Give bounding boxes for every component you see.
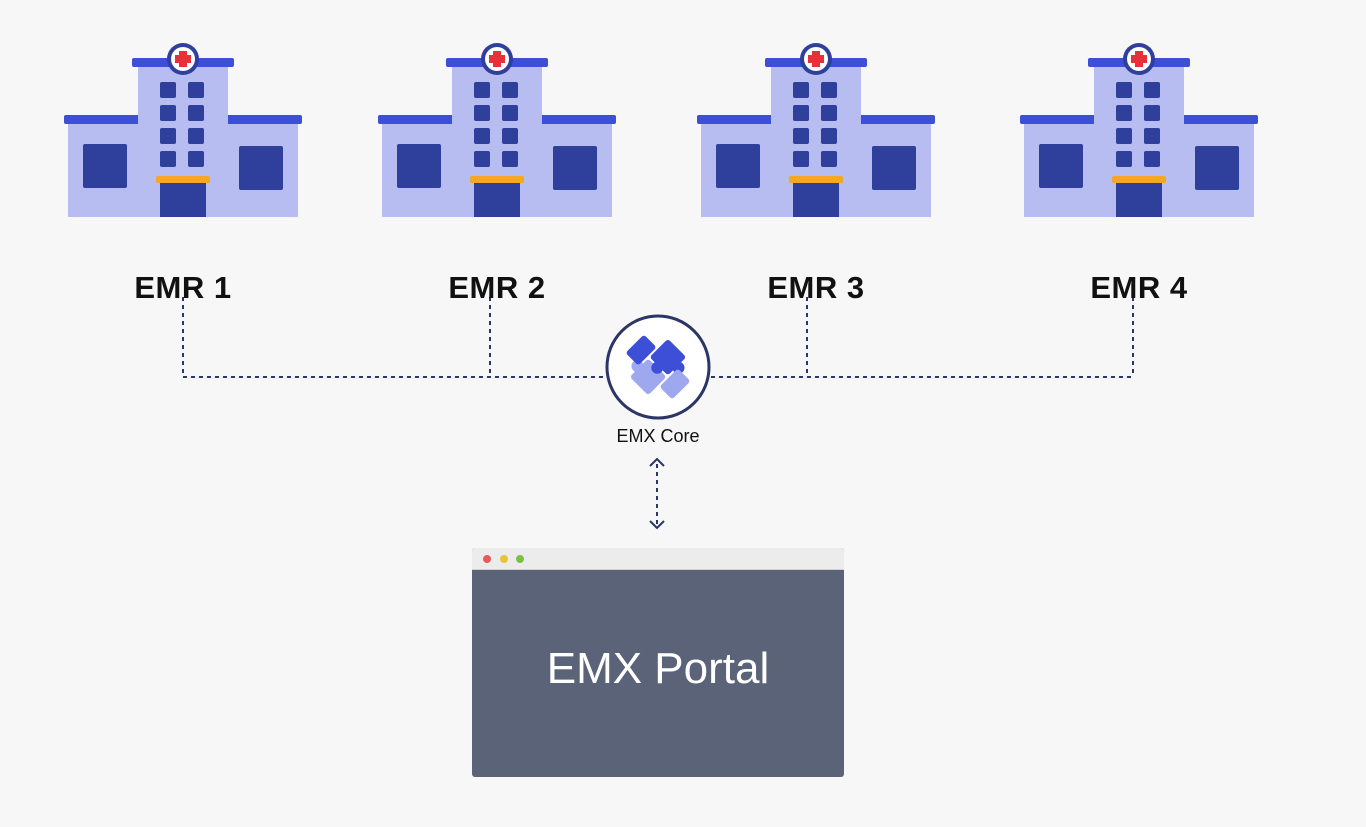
hospital-icon xyxy=(1020,43,1258,217)
emr-label: EMR 3 xyxy=(767,270,865,305)
emr-node-2: EMR 2 xyxy=(372,40,622,305)
bidirectional-arrow-icon xyxy=(649,457,665,530)
window-title-bar xyxy=(472,548,844,570)
emr-label: EMR 4 xyxy=(1090,270,1188,305)
emr-label: EMR 2 xyxy=(448,270,546,305)
emr-node-4: EMR 4 xyxy=(1014,40,1264,305)
emr-node-3: EMR 3 xyxy=(691,40,941,305)
hospital-icon xyxy=(378,43,616,217)
hospital-icon xyxy=(697,43,935,217)
emx-portal-window: EMX Portal xyxy=(472,548,844,777)
emx-core-node xyxy=(605,314,711,420)
close-dot-icon xyxy=(483,555,491,563)
emr-node-1: EMR 1 xyxy=(58,40,308,305)
portal-title: EMX Portal xyxy=(546,644,770,693)
hospital-icon xyxy=(64,43,302,217)
minimize-dot-icon xyxy=(500,555,508,563)
maximize-dot-icon xyxy=(516,555,524,563)
puzzle-icon xyxy=(605,314,711,420)
emx-core-label: EMX Core xyxy=(616,426,700,446)
emr-label: EMR 1 xyxy=(134,270,232,305)
